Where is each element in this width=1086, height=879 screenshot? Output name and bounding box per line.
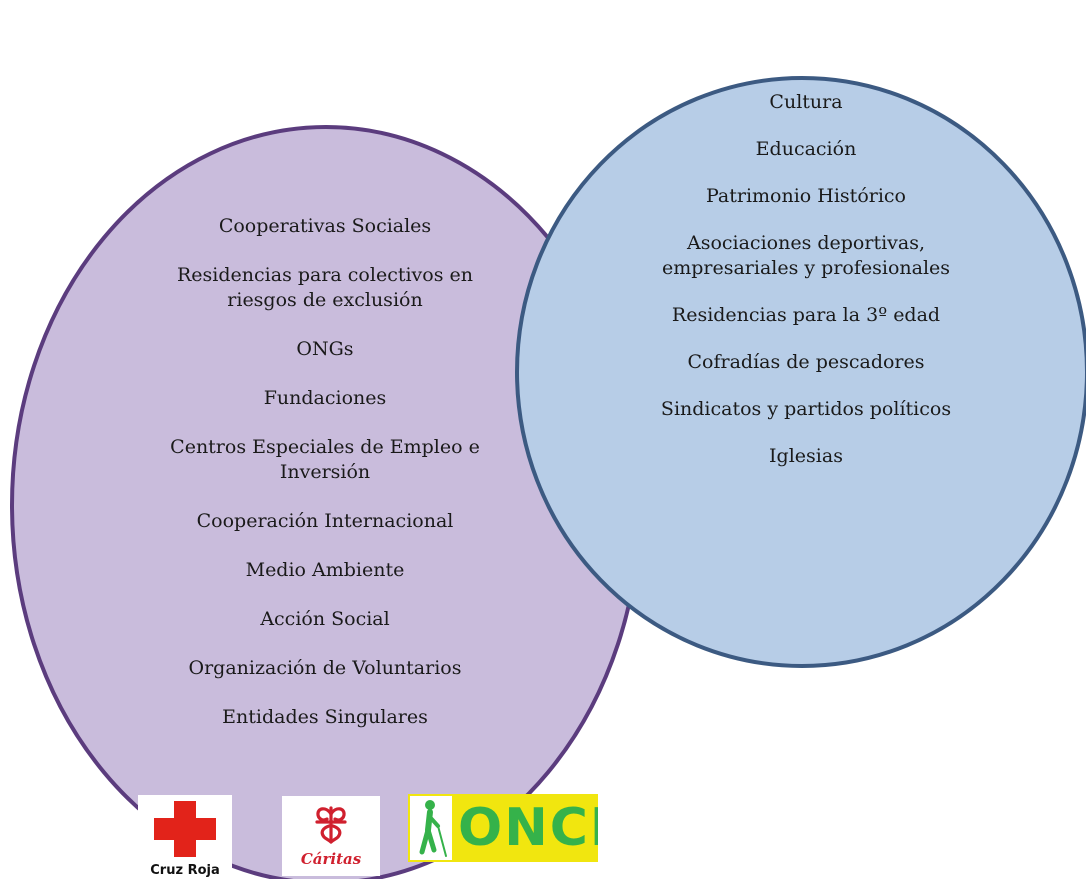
left-circle-list: Cooperativas Sociales Residencias para c… <box>150 214 500 754</box>
right-item: Sindicatos y partidos políticos <box>660 398 952 420</box>
right-item: Residencias para la 3º edad <box>671 304 941 326</box>
caritas-logo: Cáritas <box>282 796 380 876</box>
left-item: Cooperación Internacional <box>196 510 454 532</box>
cruz-roja-logo: Cruz Roja <box>138 795 232 879</box>
caritas-logo-text: Cáritas <box>300 850 362 868</box>
right-item: Cultura <box>769 91 843 113</box>
left-item: Centros Especiales de Empleo e Inversión <box>170 436 480 483</box>
right-item: Iglesias <box>769 445 843 467</box>
right-item: Cofradías de pescadores <box>687 351 925 373</box>
caritas-heart-cross-icon <box>315 806 347 844</box>
right-item: Asociaciones deportivas, empresariales y… <box>661 232 951 279</box>
left-item: Residencias para colectivos en riesgos d… <box>177 264 473 311</box>
right-item: Educación <box>755 138 857 160</box>
left-item: Fundaciones <box>263 387 387 409</box>
once-logo: ONCE <box>408 794 598 862</box>
right-ellipse <box>515 76 1086 668</box>
left-item: Cooperativas Sociales <box>218 215 432 237</box>
red-cross-icon <box>154 801 216 857</box>
right-item: Patrimonio Histórico <box>705 185 906 207</box>
walking-person-with-cane-icon <box>410 796 452 860</box>
cruz-roja-logo-text: Cruz Roja <box>150 863 220 878</box>
left-item: ONGs <box>296 338 354 360</box>
left-item: Organización de Voluntarios <box>188 657 462 679</box>
left-item: Medio Ambiente <box>245 559 405 581</box>
left-item: Entidades Singulares <box>222 706 428 728</box>
once-logo-text: ONCE <box>458 798 598 858</box>
right-circle-list: Cultura Educación Patrimonio Histórico A… <box>646 90 966 491</box>
left-item: Acción Social <box>260 608 390 630</box>
